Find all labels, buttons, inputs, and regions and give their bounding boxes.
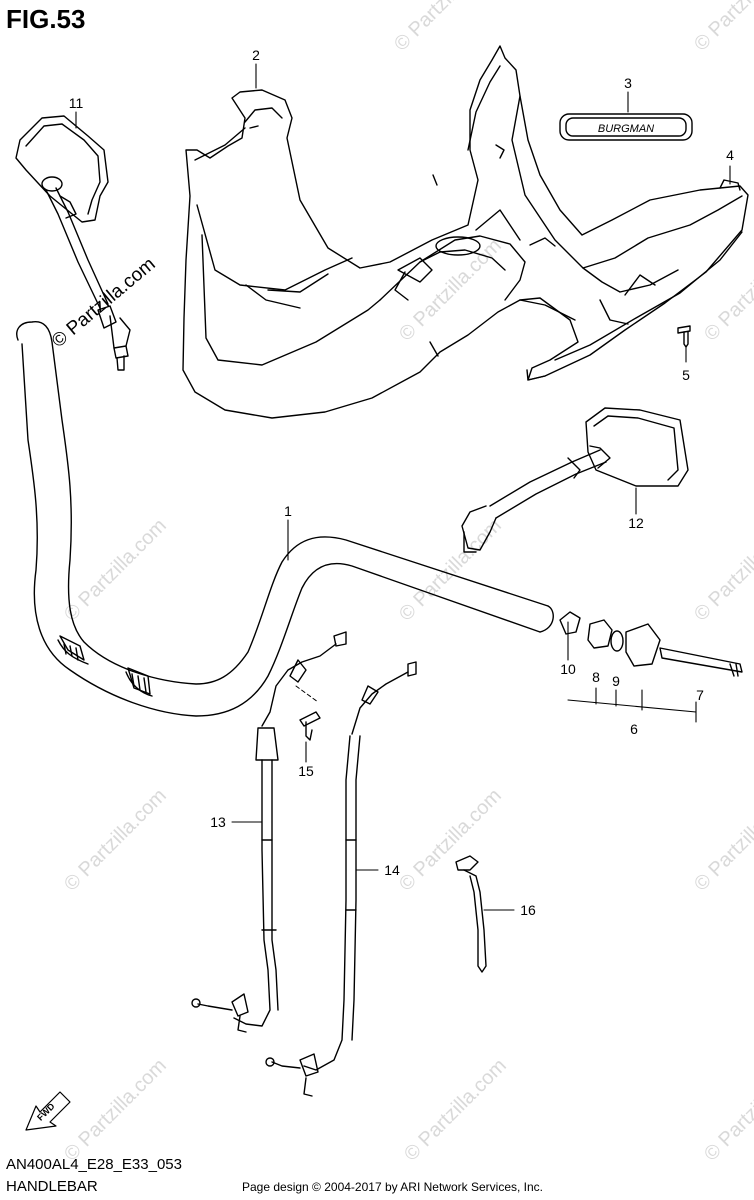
part-7-bolt — [659, 647, 743, 673]
right-mirror-part — [461, 407, 689, 553]
burgman-emblem-part — [559, 113, 693, 141]
callout-10[interactable]: 10 — [560, 661, 576, 677]
callout-6[interactable]: 6 — [630, 721, 638, 737]
callout-16[interactable]: 16 — [520, 902, 536, 918]
clamp-part-16 — [455, 855, 487, 973]
screw-part-5 — [677, 325, 691, 348]
screw-part-15 — [299, 711, 321, 741]
callout-14[interactable]: 14 — [384, 862, 400, 878]
copyright-notice: Page design © 2004-2017 by ARI Network S… — [242, 1180, 544, 1194]
callout-12[interactable]: 12 — [628, 515, 644, 531]
inner-cover-part — [182, 45, 749, 419]
part-8 — [587, 619, 613, 649]
callout-2[interactable]: 2 — [252, 47, 260, 63]
section-name: HANDLEBAR — [6, 1178, 98, 1195]
callout-3[interactable]: 3 — [624, 75, 632, 91]
callout-9[interactable]: 9 — [612, 673, 620, 689]
model-code: AN400AL4_E28_E33_053 — [6, 1156, 182, 1173]
callout-5[interactable]: 5 — [682, 367, 690, 383]
emblem-text: BURGMAN — [598, 123, 654, 135]
handlebar-part — [16, 321, 554, 717]
part-10 — [559, 611, 581, 635]
return-cable-part-14 — [265, 661, 417, 1097]
callout-13[interactable]: 13 — [210, 814, 226, 830]
figure-title: FIG.53 — [6, 4, 86, 34]
callout-7[interactable]: 7 — [696, 687, 704, 703]
callout-11[interactable]: 11 — [69, 95, 84, 111]
callout-1[interactable]: 1 — [284, 503, 292, 519]
callout-15[interactable]: 15 — [298, 763, 314, 779]
part-9 — [610, 630, 624, 652]
bar-end-assembly — [559, 611, 743, 677]
fwd-arrow — [25, 1091, 71, 1131]
left-mirror-part — [15, 115, 131, 371]
callout-8[interactable]: 8 — [592, 669, 600, 685]
throttle-cable-part-13 — [191, 631, 347, 1033]
fwd-text: FWD — [35, 1101, 57, 1123]
callout-4[interactable]: 4 — [726, 147, 734, 163]
part-6-weight — [625, 623, 661, 667]
